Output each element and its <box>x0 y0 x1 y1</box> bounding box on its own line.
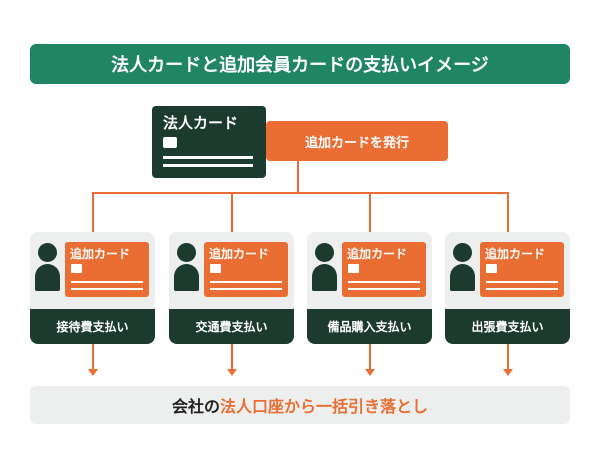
additional-card: 追加カード <box>204 242 288 297</box>
issue-additional-card-label: 追加カードを発行 <box>266 121 448 161</box>
card-chip-icon <box>210 264 221 273</box>
additional-card-label: 追加カード <box>70 247 131 261</box>
arrow-down-icon <box>88 369 98 376</box>
card-line-icon <box>163 156 253 159</box>
payment-label: 出張費支払い <box>445 309 570 344</box>
payment-label: 接待費支払い <box>30 309 155 344</box>
person-icon <box>453 243 472 262</box>
card-chip-icon <box>348 264 359 273</box>
card-chip-icon <box>71 264 82 273</box>
summary-accent: 法人口座から一括引き落とし <box>220 397 429 416</box>
arrow-stem <box>92 344 94 369</box>
connector-drop <box>231 192 233 232</box>
arrow-stem <box>231 344 233 369</box>
connector-drop <box>507 192 509 232</box>
person-icon <box>315 243 334 262</box>
arrow-down-icon <box>227 369 237 376</box>
additional-card: 追加カード <box>342 242 426 297</box>
person-body-icon <box>35 264 60 291</box>
card-line-icon <box>210 281 282 283</box>
additional-card-panel: 追加カード 交通費支払い <box>169 232 294 344</box>
additional-card: 追加カード <box>480 242 564 297</box>
person-body-icon <box>174 264 199 291</box>
additional-card-label: 追加カード <box>347 247 408 261</box>
title-banner: 法人カードと追加会員カードの支払いイメージ <box>30 44 570 84</box>
card-line-icon <box>486 288 558 290</box>
title-text: 法人カードと追加会員カードの支払いイメージ <box>111 55 489 76</box>
person-body-icon <box>312 264 337 291</box>
corporate-card-label: 法人カード <box>163 114 239 132</box>
corporate-card: 法人カード <box>152 106 266 178</box>
card-chip-icon <box>163 137 177 148</box>
additional-card: 追加カード <box>65 242 149 297</box>
additional-card-label: 追加カード <box>209 247 270 261</box>
arrow-stem <box>507 344 509 369</box>
card-line-icon <box>348 281 420 283</box>
card-line-icon <box>348 288 420 290</box>
additional-card-label: 追加カード <box>485 247 546 261</box>
person-icon <box>38 243 57 262</box>
card-line-icon <box>163 164 253 167</box>
issue-label-text: 追加カードを発行 <box>304 135 409 151</box>
card-line-icon <box>71 288 143 290</box>
payment-label: 交通費支払い <box>169 309 294 344</box>
additional-card-panel: 追加カード 備品購入支払い <box>307 232 432 344</box>
additional-card-panel: 追加カード 出張費支払い <box>445 232 570 344</box>
connector-horizontal <box>92 192 508 194</box>
connector-vertical <box>297 161 299 193</box>
card-chip-icon <box>486 264 497 273</box>
summary-prefix: 会社の <box>171 397 220 416</box>
person-icon <box>177 243 196 262</box>
person-body-icon <box>450 264 475 291</box>
arrow-stem <box>369 344 371 369</box>
summary-bar: 会社の法人口座から一括引き落とし <box>30 386 570 424</box>
payment-label-text: 出張費支払い <box>471 320 544 334</box>
card-line-icon <box>71 281 143 283</box>
card-line-icon <box>486 281 558 283</box>
payment-label-text: 接待費支払い <box>56 320 129 334</box>
connector-drop <box>92 192 94 232</box>
arrow-down-icon <box>503 369 513 376</box>
arrow-down-icon <box>365 369 375 376</box>
payment-label-text: 備品購入支払い <box>327 320 412 334</box>
payment-label-text: 交通費支払い <box>195 320 268 334</box>
connector-drop <box>369 192 371 232</box>
card-line-icon <box>210 288 282 290</box>
additional-card-panel: 追加カード 接待費支払い <box>30 232 155 344</box>
payment-label: 備品購入支払い <box>307 309 432 344</box>
